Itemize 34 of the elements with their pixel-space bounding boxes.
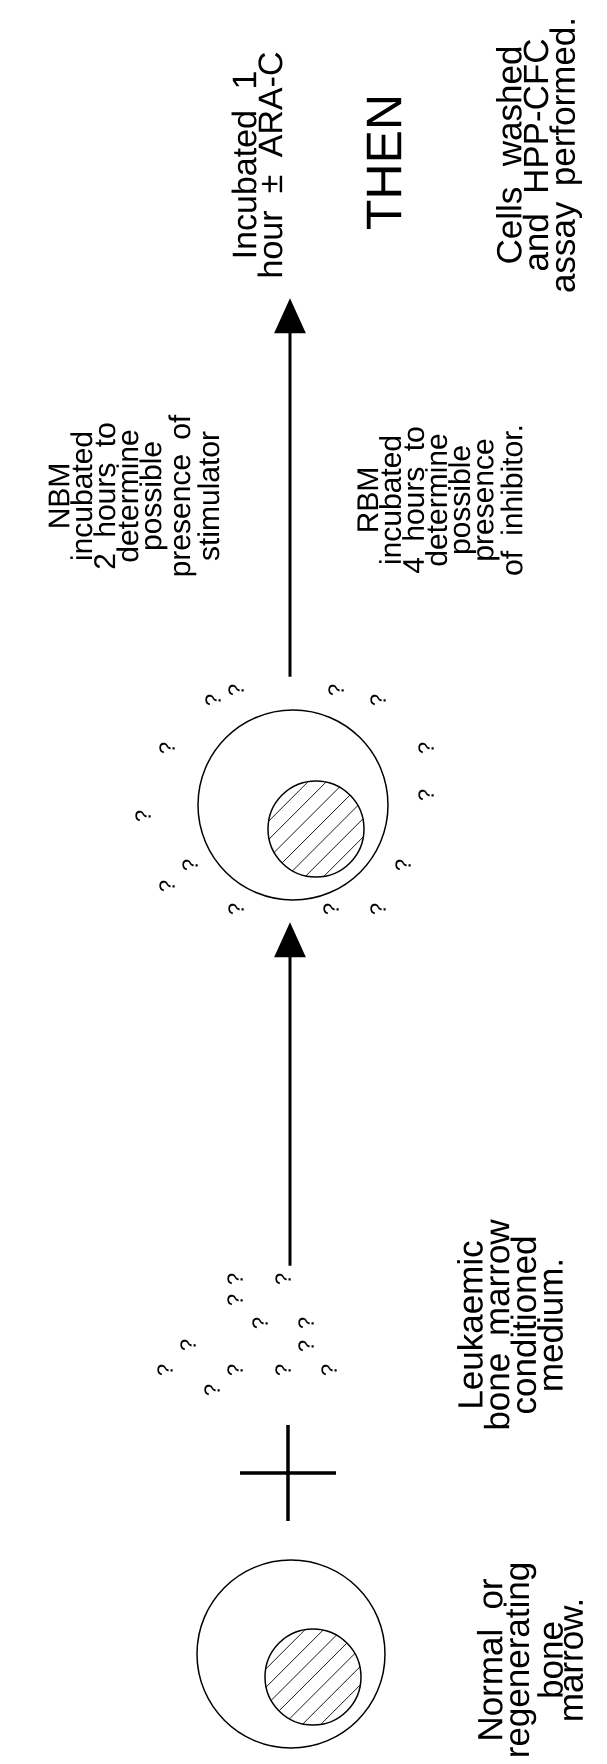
cell-drawing (196, 1559, 386, 1749)
question-mark: ? (252, 1317, 268, 1329)
question-mark: ? (321, 1364, 337, 1376)
note-text: Cells washed and HPP-CFC assay performed. (496, 20, 582, 292)
question-mark: ? (370, 694, 386, 706)
question-mark: ? (418, 789, 434, 801)
question-mark: ? (323, 903, 339, 915)
question-mark: ? (228, 684, 244, 696)
question-mark: ? (227, 1294, 243, 1306)
node-label: Normal or regenerating bone marrow. (476, 1564, 584, 1756)
question-mark: ? (328, 684, 344, 696)
question-mark: ? (227, 1364, 243, 1376)
question-mark: ? (228, 903, 244, 915)
question-mark: ? (418, 742, 434, 754)
question-mark: ? (159, 742, 175, 754)
note-text: RBM incubated 4 hours to determine possible presence of inhibitor. (357, 426, 523, 575)
note-text: NBM incubated 2 hours to determine possible presence of stimulator (48, 414, 220, 576)
question-mark: ? (298, 1340, 314, 1352)
question-mark: ? (275, 1273, 291, 1285)
step-text: Incubated 1 hour ± ARA-C (231, 52, 283, 277)
question-mark: ? (275, 1364, 291, 1376)
question-mark: ? (227, 1273, 243, 1285)
question-mark: ? (370, 903, 386, 915)
question-mark: ? (135, 810, 151, 822)
question-mark: ? (159, 880, 175, 892)
question-mark: ? (182, 859, 198, 871)
question-mark: ? (157, 1364, 173, 1376)
question-mark: ? (205, 694, 221, 706)
note-text: THEN (366, 98, 402, 229)
question-mark: ? (180, 1339, 196, 1351)
question-mark: ? (395, 859, 411, 871)
question-mark: ? (298, 1317, 314, 1329)
question-mark: ? (204, 1384, 220, 1396)
node-label: Leukaemic bone marrow conditioned medium. (457, 1219, 563, 1429)
